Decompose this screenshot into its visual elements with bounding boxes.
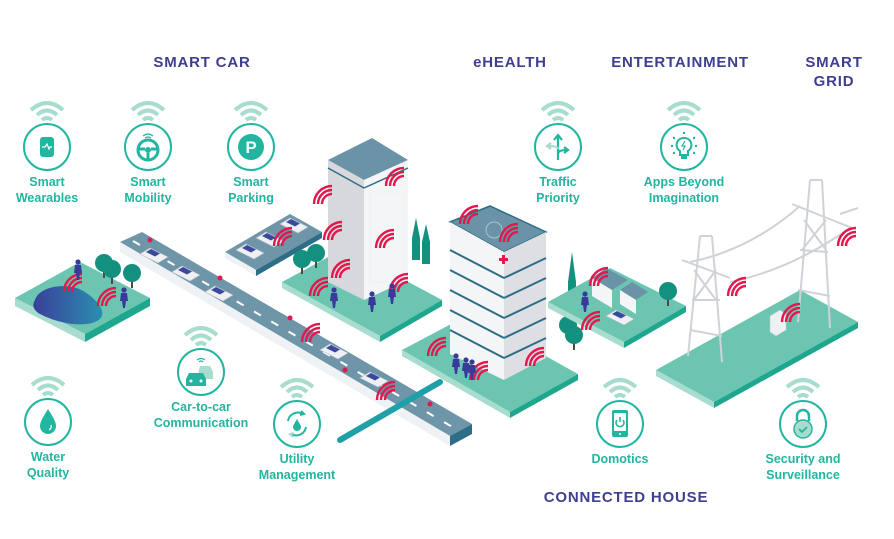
parking-lot [225, 214, 322, 276]
wifi-icon [279, 378, 315, 399]
category-smart-grid-line2: GRID [813, 73, 855, 90]
wifi-icon [602, 378, 638, 399]
category-smart-grid-line1: SMART [805, 54, 863, 71]
parking-icon: P [227, 123, 275, 171]
wifi-icon [785, 378, 821, 399]
water-drop-icon [24, 398, 72, 446]
office-block [282, 138, 442, 342]
smartwatch-icon [23, 123, 71, 171]
direction-arrows-icon [534, 123, 582, 171]
category-smart-grid: SMART GRID [800, 53, 868, 91]
wifi-icon [30, 376, 66, 397]
svg-text:P: P [245, 138, 256, 157]
wifi-icon [29, 101, 65, 122]
power-grid-block [656, 179, 859, 408]
utility-pipe [337, 379, 443, 443]
steering-wheel-icon [124, 123, 172, 171]
category-connected-house: CONNECTED HOUSE [543, 489, 709, 506]
wifi-icon [183, 326, 219, 347]
house-block [548, 266, 686, 348]
park-tile [15, 254, 150, 342]
category-entertainment: ENTERTAINMENT [611, 54, 749, 71]
road [120, 232, 472, 446]
category-ehealth: eHEALTH [473, 54, 547, 71]
feature-domotics: Domotics [560, 377, 680, 467]
recycle-drop-icon [273, 400, 321, 448]
wifi-icon [666, 101, 702, 122]
wifi-icon [540, 101, 576, 122]
smartphone-power-icon [596, 400, 644, 448]
wifi-icon [233, 101, 269, 122]
wifi-icon [130, 101, 166, 122]
cars-icon [177, 348, 225, 396]
category-smart-car: SMART CAR [153, 54, 251, 71]
lightbulb-icon [660, 123, 708, 171]
padlock-icon [779, 400, 827, 448]
feature-label: Domotics [591, 452, 649, 466]
hospital-block [402, 204, 583, 418]
